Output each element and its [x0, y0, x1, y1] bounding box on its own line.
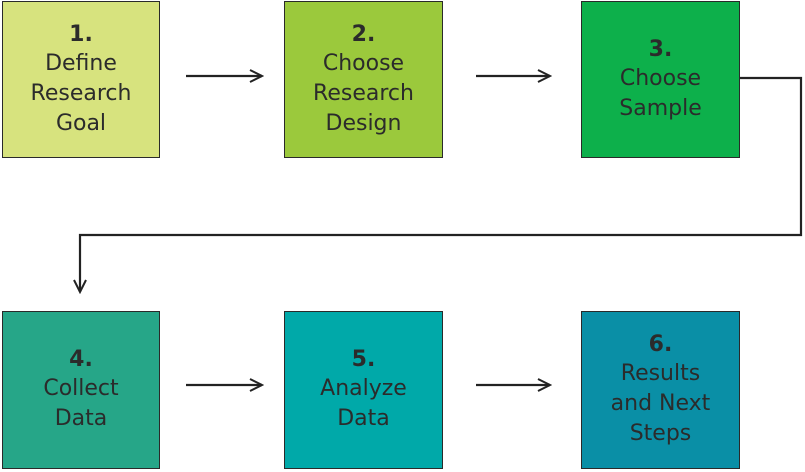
arrow-3-to-4	[80, 76, 803, 292]
step-1-number: 1.	[69, 21, 93, 47]
step-1-define-research-goal: 1. Define Research Goal	[2, 1, 160, 158]
step-3-number: 3.	[648, 36, 673, 62]
step-1-label: Define Research Goal	[30, 50, 132, 136]
step-2-number: 2.	[351, 21, 376, 47]
step-5-number: 5.	[351, 347, 376, 372]
step-2-label: Choose Research Design	[313, 50, 414, 136]
step-5-analyze-data: 5. Analyze Data	[284, 311, 443, 469]
step-5-label: Analyze Data	[320, 376, 407, 431]
step-6-results-and-next-steps: 6. Results and Next Steps	[581, 311, 740, 469]
step-4-collect-data: 4. Collect Data	[2, 311, 160, 469]
step-6-label: Results and Next Steps	[610, 361, 711, 446]
step-3-label: Choose Sample	[619, 65, 702, 121]
step-4-number: 4.	[69, 347, 93, 372]
step-4-label: Collect Data	[43, 376, 119, 431]
step-6-number: 6.	[648, 332, 673, 357]
step-3-choose-sample: 3. Choose Sample	[581, 1, 740, 158]
step-2-choose-research-design: 2. Choose Research Design	[284, 1, 443, 158]
